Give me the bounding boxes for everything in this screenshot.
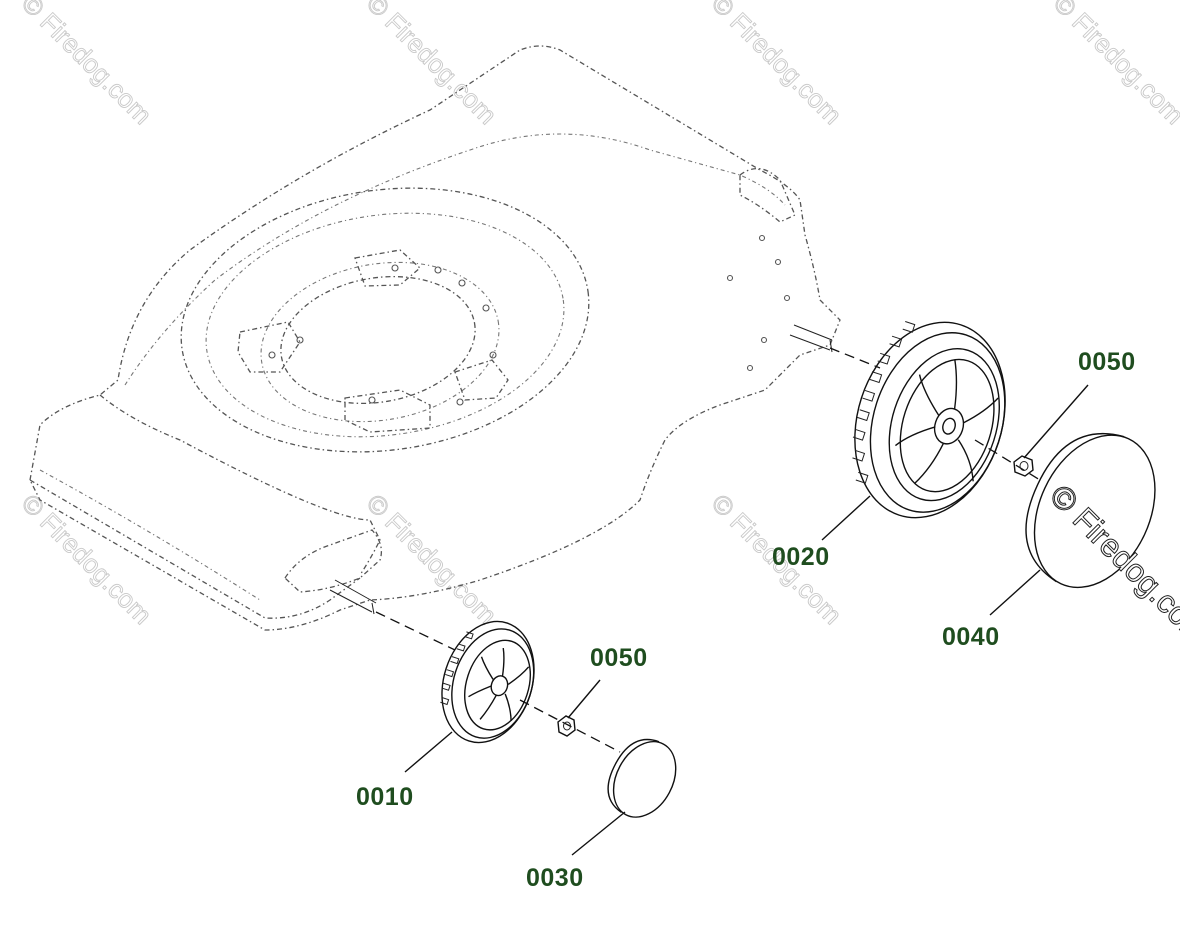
deck-hole — [391, 264, 399, 272]
rear-wheel-bore — [942, 417, 956, 435]
deck-hole — [726, 274, 734, 282]
deck-front-lip — [29, 479, 361, 619]
rear-wheel-tread-inner — [869, 332, 1006, 513]
deck-outer-outline — [29, 45, 841, 631]
callout-0050-rear: 0050 — [1078, 348, 1136, 376]
front-nut — [557, 715, 576, 737]
deck-hole — [760, 336, 768, 344]
front-wheel-axis — [375, 611, 456, 651]
front-hub-cap-rim — [607, 738, 660, 813]
deck-hole — [774, 258, 782, 266]
deck-bowl-inner — [205, 212, 565, 438]
deck-bowl-outer — [180, 187, 590, 453]
watermark: © Firedog.com — [16, 488, 158, 630]
front-nut-bore — [563, 721, 571, 731]
rear-nut-bore — [1019, 461, 1029, 471]
rear-wheel-axis — [829, 347, 881, 369]
leader-0030 — [571, 811, 626, 856]
engine-mount-ring — [260, 261, 500, 423]
rear-hub-cap — [1025, 432, 1156, 589]
front-nut-hex — [557, 715, 576, 737]
front-wheel-spokes — [468, 647, 530, 722]
mount-pad-left — [237, 321, 301, 373]
callout-0040: 0040 — [942, 623, 1000, 651]
leader-0050-front — [567, 679, 601, 719]
rear-hub-cap-face — [1033, 434, 1156, 589]
deck-hole — [368, 396, 376, 404]
watermarks: © Firedog.com © Firedog.com © Firedog.co… — [15, 0, 1180, 631]
deck-hole — [746, 364, 754, 372]
front-axle-stub — [329, 579, 377, 615]
rear-nut-hex — [1013, 455, 1034, 477]
mount-pad-right — [454, 359, 509, 401]
watermark: © Firedog.com — [361, 0, 503, 130]
deck-hole — [758, 234, 766, 242]
deck-hole — [456, 398, 464, 406]
mount-pad-bottom — [344, 389, 431, 433]
front-wheel-tread-pattern — [440, 631, 474, 706]
deck-hole — [458, 279, 466, 287]
rear-wheel-rim-inner — [899, 358, 995, 493]
front-wheel — [440, 620, 535, 744]
rear-hub-cap-rim — [1025, 432, 1125, 583]
front-hub-cap — [607, 738, 677, 818]
rear-nut — [1013, 455, 1034, 477]
deck-rear-boss — [739, 168, 796, 223]
callout-0050-front: 0050 — [590, 644, 648, 672]
front-wheel-tread-inner — [451, 628, 535, 739]
front-hub-cap-face — [612, 741, 677, 818]
deck-hole — [434, 266, 442, 274]
rear-wheel-spokes — [894, 359, 999, 484]
deck-hole — [783, 294, 791, 302]
callout-0020: 0020 — [772, 543, 830, 571]
deck-front-boss — [284, 529, 383, 593]
watermark: © Firedog.com — [1048, 0, 1180, 130]
front-wheel-rim — [464, 639, 531, 731]
deck-hole — [482, 304, 490, 312]
leader-0010 — [404, 731, 453, 773]
deck-top-ridge — [99, 394, 381, 576]
deck-front-lip-inner — [39, 469, 261, 601]
deck-holes — [268, 234, 791, 406]
leader-0020 — [821, 495, 871, 541]
watermark: © Firedog.com — [361, 488, 503, 630]
mower-deck — [29, 45, 841, 631]
rear-axle-stub — [789, 324, 833, 353]
deck-hole — [296, 336, 304, 344]
callouts: 0010 0020 0030 0040 0050 0050 — [356, 348, 1136, 892]
watermark: © Firedog.com — [706, 0, 848, 130]
leader-lines — [404, 384, 1089, 856]
leader-0050-rear — [1023, 384, 1089, 459]
rear-wheel — [852, 321, 1006, 519]
watermark: © Firedog.com — [16, 0, 158, 130]
rear-cap-axis — [974, 439, 1041, 481]
deck-hole — [268, 351, 276, 359]
rear-wheel-tread-pattern — [852, 321, 916, 484]
mount-pad-top — [354, 249, 421, 287]
engine-mount-opening — [280, 275, 476, 405]
deck-hole — [489, 351, 497, 359]
rear-wheel-rim — [888, 348, 1000, 502]
callout-0030: 0030 — [526, 864, 584, 892]
watermark-on-cap: © Firedog.com — [1043, 477, 1180, 651]
deck-side-ridge — [124, 133, 786, 386]
leader-0040 — [989, 569, 1041, 616]
callout-0010: 0010 — [356, 783, 414, 811]
